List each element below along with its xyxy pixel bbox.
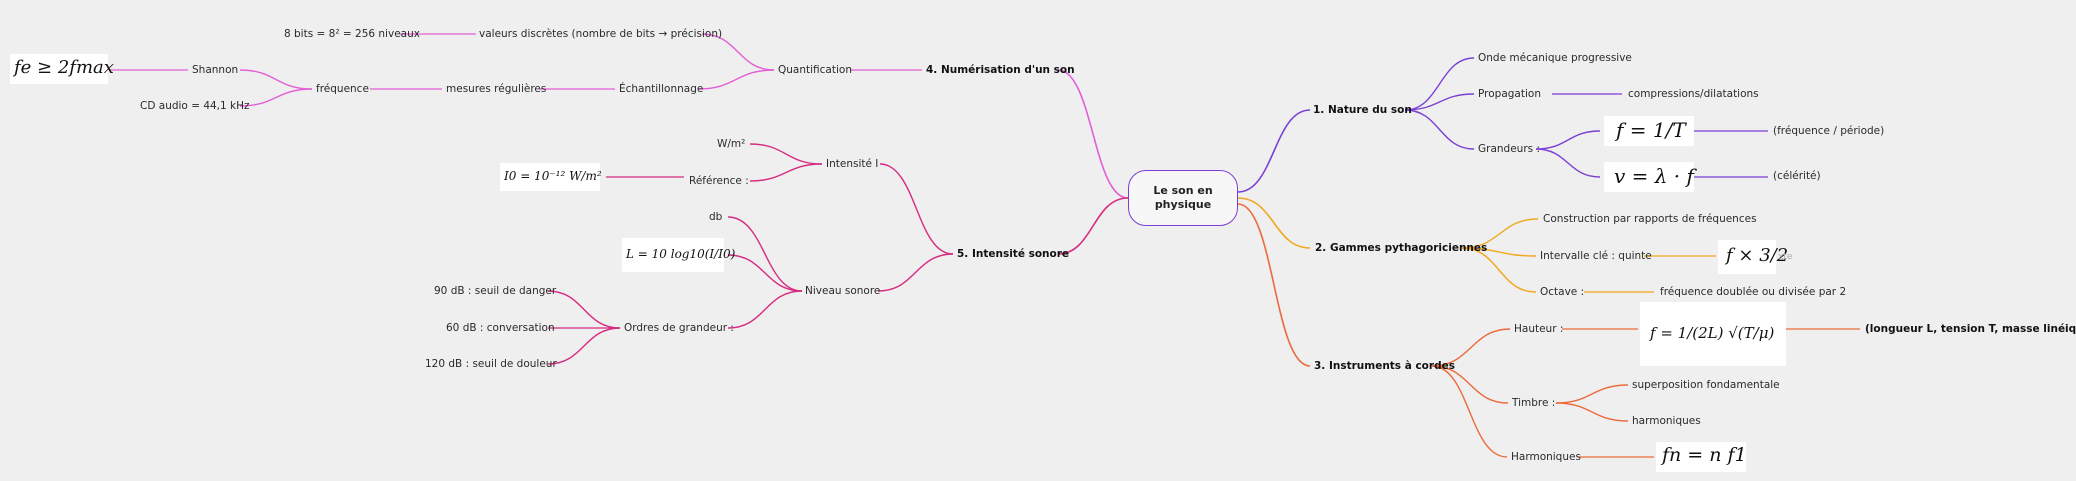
node-valeurs[interactable]: valeurs discrètes (nombre de bits → préc… (479, 28, 723, 40)
formula-hauteur-text: f = 1/(2L) √(T/μ) (1650, 324, 1775, 342)
formula-harmoniques[interactable]: fn = n f1 (1656, 442, 1747, 472)
node-douleur[interactable]: 120 dB : seuil de douleur (425, 358, 557, 370)
link-cordes-timbre (1431, 365, 1509, 404)
node-intervalle[interactable]: Intervalle clé : quinte (1540, 250, 1652, 262)
link-gammes-octave (1461, 247, 1537, 293)
root-label: Le son en physique (1153, 184, 1213, 211)
formula-hauteur[interactable]: f = 1/(2L) √(T/μ) (1640, 302, 1786, 366)
link-gammes-intervalle (1461, 247, 1537, 257)
link-niveau-ordres (727, 290, 803, 329)
link-frequence-shannon (239, 69, 313, 90)
node-wm2[interactable]: W/m² (717, 138, 746, 150)
formula-harmoniques-text: fn = n f1 (1662, 444, 1747, 466)
node-mesures[interactable]: mesures régulières (446, 83, 547, 95)
node-danger[interactable]: 90 dB : seuil de danger (434, 285, 557, 297)
link-intensite-i (879, 163, 954, 255)
link-i-wm2 (749, 143, 823, 165)
node-cd-audio[interactable]: CD audio = 44,1 kHz (140, 100, 250, 112)
formula-f-1-over-t-text: f = 1/T (1616, 118, 1686, 142)
node-quantification[interactable]: Quantification (778, 64, 852, 76)
formula-quinte[interactable]: f × 3/2 (1718, 240, 1788, 274)
link-niveau-formula (727, 254, 803, 292)
node-propagation[interactable]: Propagation (1478, 88, 1541, 100)
formula-v-lambda-f[interactable]: v = λ · f (1604, 162, 1694, 192)
node-construction[interactable]: Construction par rapports de fréquences (1543, 213, 1757, 225)
node-conversation[interactable]: 60 dB : conversation (446, 322, 555, 334)
node-ordres[interactable]: Ordres de grandeur : (624, 322, 734, 334)
node-superposition[interactable]: superposition fondamentale (1632, 379, 1780, 391)
branch-gammes[interactable]: 2. Gammes pythagoriciennes (1315, 242, 1488, 254)
link-gammes-construction (1461, 218, 1539, 249)
formula-shannon-text: fe ≥ 2fmax (14, 57, 114, 78)
link-nature-grandeurs (1404, 109, 1475, 150)
node-frequence-periode[interactable]: (fréquence / période) (1773, 125, 1885, 137)
link-root-intensite (1057, 197, 1129, 255)
node-compressions[interactable]: compressions/dilatations (1628, 88, 1759, 100)
node-grandeurs[interactable]: Grandeurs : (1478, 143, 1540, 155)
link-nature-onde (1404, 57, 1475, 111)
branch-nature[interactable]: 1. Nature du son (1313, 104, 1412, 116)
node-db[interactable]: db (709, 211, 723, 223)
node-reference[interactable]: Référence : (689, 175, 749, 187)
link-niveau-db (727, 216, 803, 292)
link-grandeurs-f1 (1535, 130, 1601, 150)
link-i-reference (749, 163, 823, 182)
formula-niveau[interactable]: L = 10 log10(I/I0) (622, 238, 735, 272)
link-cordes-harmoniques (1431, 365, 1508, 458)
node-intensite-i[interactable]: Intensité I (826, 158, 879, 170)
link-root-numerisation (1057, 69, 1129, 199)
link-ordres-danger (547, 290, 621, 329)
node-timbre[interactable]: Timbre : (1512, 397, 1556, 409)
branch-numerisation[interactable]: 4. Numérisation d'un son (926, 64, 1075, 76)
node-harmoniques[interactable]: Harmoniques (1511, 451, 1581, 463)
link-root-cordes (1237, 203, 1311, 367)
node-quinte-ghost: xte (1778, 252, 1793, 262)
node-onde[interactable]: Onde mécanique progressive (1478, 52, 1632, 64)
branch-cordes[interactable]: 3. Instruments à cordes (1314, 360, 1455, 372)
node-frequence[interactable]: fréquence (316, 83, 369, 95)
node-celerite[interactable]: (célérité) (1773, 170, 1821, 182)
link-cordes-hauteur (1431, 328, 1511, 367)
node-niveau-sonore[interactable]: Niveau sonore (805, 285, 881, 297)
node-octave[interactable]: Octave : (1540, 286, 1585, 298)
node-bits[interactable]: 8 bits = 8² = 256 niveaux (284, 28, 420, 40)
node-harmoniques-small[interactable]: harmoniques (1632, 415, 1701, 427)
formula-reference-text: I0 = 10⁻¹² W/m² (504, 169, 602, 183)
formula-quinte-text: f × 3/2 (1726, 245, 1789, 266)
link-root-nature (1237, 109, 1311, 193)
formula-f-1-over-t[interactable]: f = 1/T (1604, 116, 1694, 146)
link-nature-propagation (1404, 93, 1475, 111)
branch-intensite[interactable]: 5. Intensité sonore (957, 248, 1070, 260)
node-hauteur-note[interactable]: (longueur L, tension T, masse linéique μ… (1865, 323, 2076, 335)
formula-niveau-text: L = 10 log10(I/I0) (626, 247, 736, 261)
link-timbre-harmoniques (1555, 402, 1629, 422)
link-quantif-valeurs (701, 33, 775, 71)
node-shannon[interactable]: Shannon (192, 64, 239, 76)
node-echantillonnage[interactable]: Échantillonnage (619, 83, 704, 95)
link-timbre-superposition (1555, 384, 1629, 404)
link-grandeurs-f2 (1535, 148, 1601, 178)
link-intensite-niveau (877, 253, 954, 292)
link-root-gammes (1237, 197, 1311, 249)
formula-reference[interactable]: I0 = 10⁻¹² W/m² (500, 163, 602, 191)
link-frequence-cd (239, 88, 313, 107)
link-ordres-douleur (547, 327, 621, 365)
formula-shannon[interactable]: fe ≥ 2fmax (10, 54, 114, 84)
formula-v-lambda-f-text: v = λ · f (1614, 164, 1694, 188)
node-hauteur[interactable]: Hauteur : (1514, 323, 1564, 335)
link-quantif-echantillonnage (697, 69, 775, 90)
root-node[interactable]: Le son en physique (1128, 170, 1238, 226)
node-octave-note[interactable]: fréquence doublée ou divisée par 2 (1660, 286, 1847, 298)
